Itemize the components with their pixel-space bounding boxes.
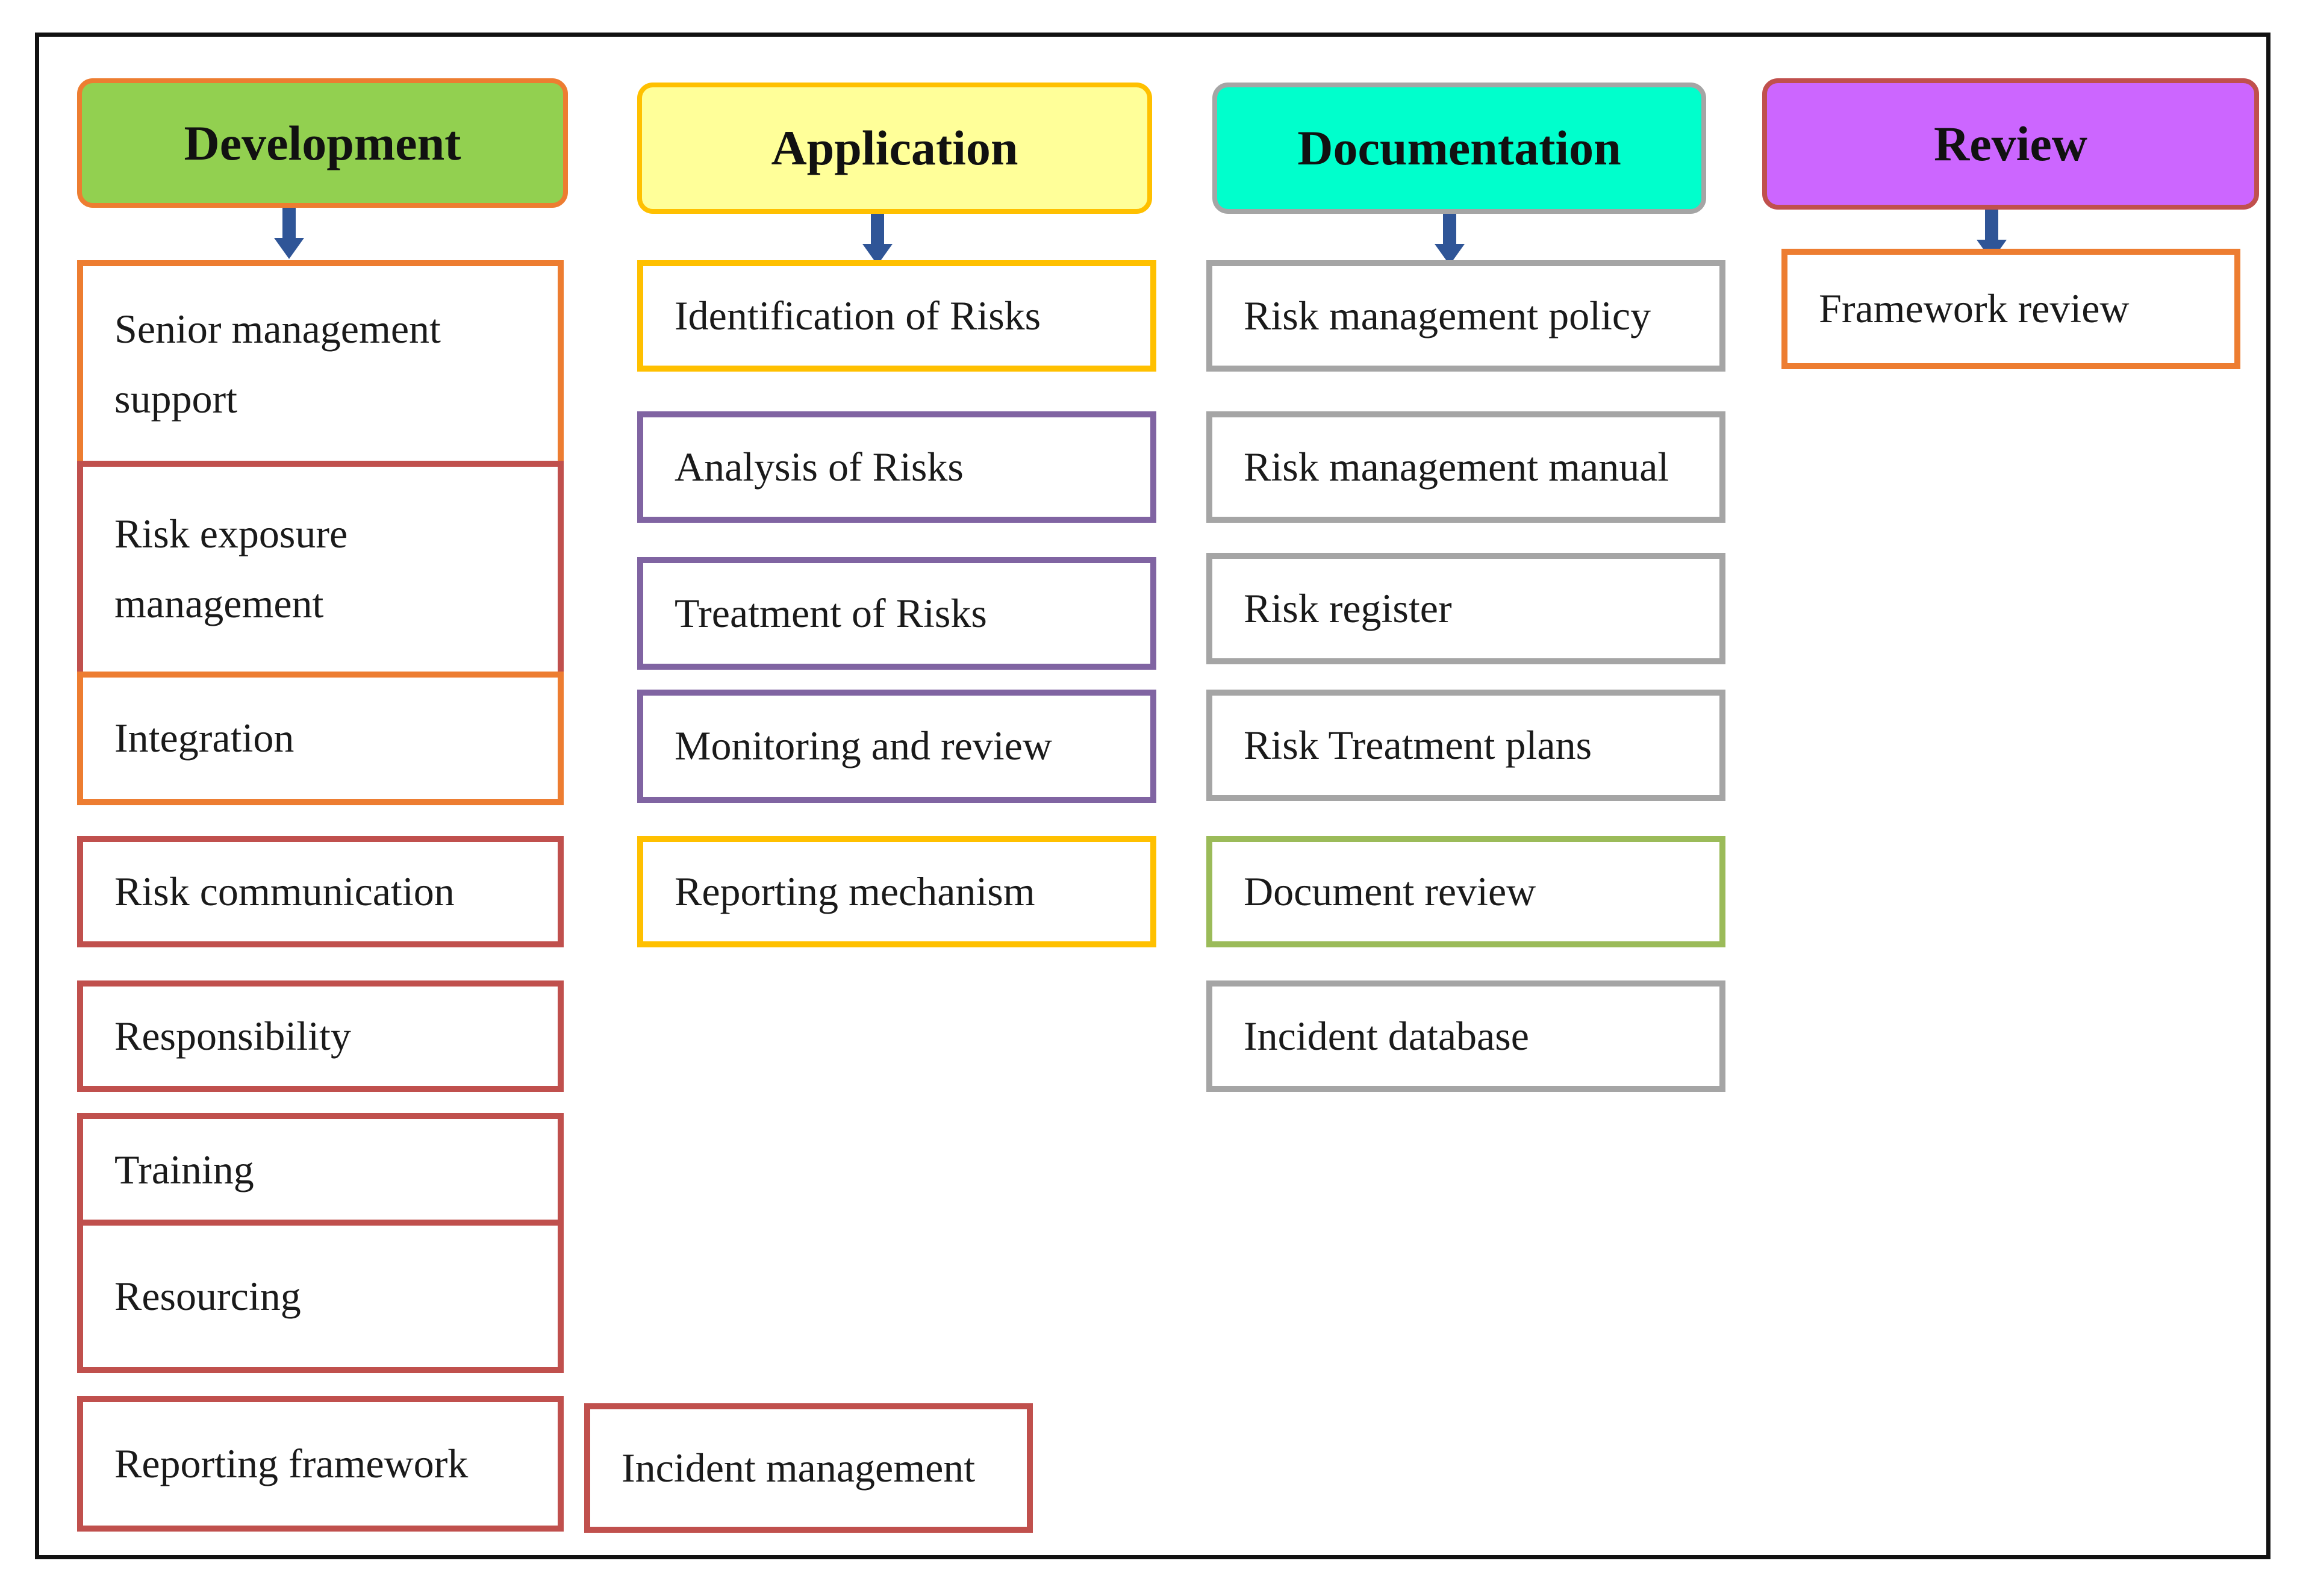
header-review-label: Review — [1933, 116, 2087, 171]
item-document-review: Document review — [1206, 836, 1725, 947]
item-label: Risk Treatment plans — [1244, 722, 1592, 768]
item-risk-treatment-plans: Risk Treatment plans — [1206, 690, 1725, 801]
item-label: Risk management policy — [1244, 292, 1651, 338]
item-risk-management-policy: Risk management policy — [1206, 260, 1725, 372]
header-development-label: Development — [184, 115, 461, 170]
item-label: Reporting framework — [114, 1440, 469, 1486]
item-label: Training — [114, 1147, 254, 1193]
down-arrow-icon — [1977, 210, 2007, 261]
header-documentation-label: Documentation — [1297, 120, 1621, 175]
item-label: Reporting mechanism — [675, 868, 1035, 914]
item-incident-database: Incident database — [1206, 980, 1725, 1092]
item-reporting-mechanism: Reporting mechanism — [637, 836, 1156, 947]
down-arrow-icon — [1435, 214, 1465, 265]
header-application-label: Application — [771, 120, 1018, 175]
header-application: Application — [637, 83, 1152, 214]
item-risk-management-manual: Risk management manual — [1206, 411, 1725, 523]
diagram-frame — [35, 33, 2270, 1559]
item-incident-management: Incident management — [584, 1403, 1033, 1533]
item-label: Risk communication — [114, 868, 455, 914]
item-label: Risk management manual — [1244, 443, 1669, 490]
item-risk-register: Risk register — [1206, 553, 1725, 664]
item-label: Document review — [1244, 868, 1536, 914]
item-label: Framework review — [1819, 285, 2130, 332]
item-treatment-of-risks: Treatment of Risks — [637, 557, 1156, 670]
item-label: Monitoring and review — [675, 723, 1052, 769]
item-label: Identification of Risks — [675, 292, 1041, 338]
header-documentation: Documentation — [1212, 83, 1706, 214]
item-integration: Integration — [77, 672, 564, 805]
item-framework-review: Framework review — [1781, 249, 2240, 369]
item-senior-management-support: Senior management support — [77, 260, 564, 468]
down-arrow-icon — [274, 208, 304, 259]
item-label: Treatment of Risks — [675, 590, 987, 636]
item-identification-of-risks: Identification of Risks — [637, 260, 1156, 372]
item-label: Responsibility — [114, 1012, 351, 1059]
item-risk-exposure-management: Risk exposure management — [77, 461, 564, 678]
header-review: Review — [1762, 78, 2259, 210]
item-label: Senior management support — [114, 305, 441, 422]
item-label: Incident database — [1244, 1012, 1529, 1059]
item-analysis-of-risks: Analysis of Risks — [637, 411, 1156, 523]
item-label: Analysis of Risks — [675, 443, 964, 490]
item-responsibility: Responsibility — [77, 980, 564, 1092]
item-training: Training — [77, 1113, 564, 1227]
item-risk-communication: Risk communication — [77, 836, 564, 947]
item-label: Resourcing — [114, 1273, 301, 1319]
item-label: Risk register — [1244, 585, 1452, 631]
item-label: Integration — [114, 715, 295, 761]
down-arrow-icon — [862, 214, 893, 265]
item-resourcing: Resourcing — [77, 1220, 564, 1373]
item-monitoring-and-review: Monitoring and review — [637, 690, 1156, 803]
item-reporting-framework: Reporting framework — [77, 1396, 564, 1532]
item-label: Risk exposure management — [114, 511, 348, 626]
header-development: Development — [77, 78, 568, 208]
item-label: Incident management — [622, 1444, 976, 1491]
